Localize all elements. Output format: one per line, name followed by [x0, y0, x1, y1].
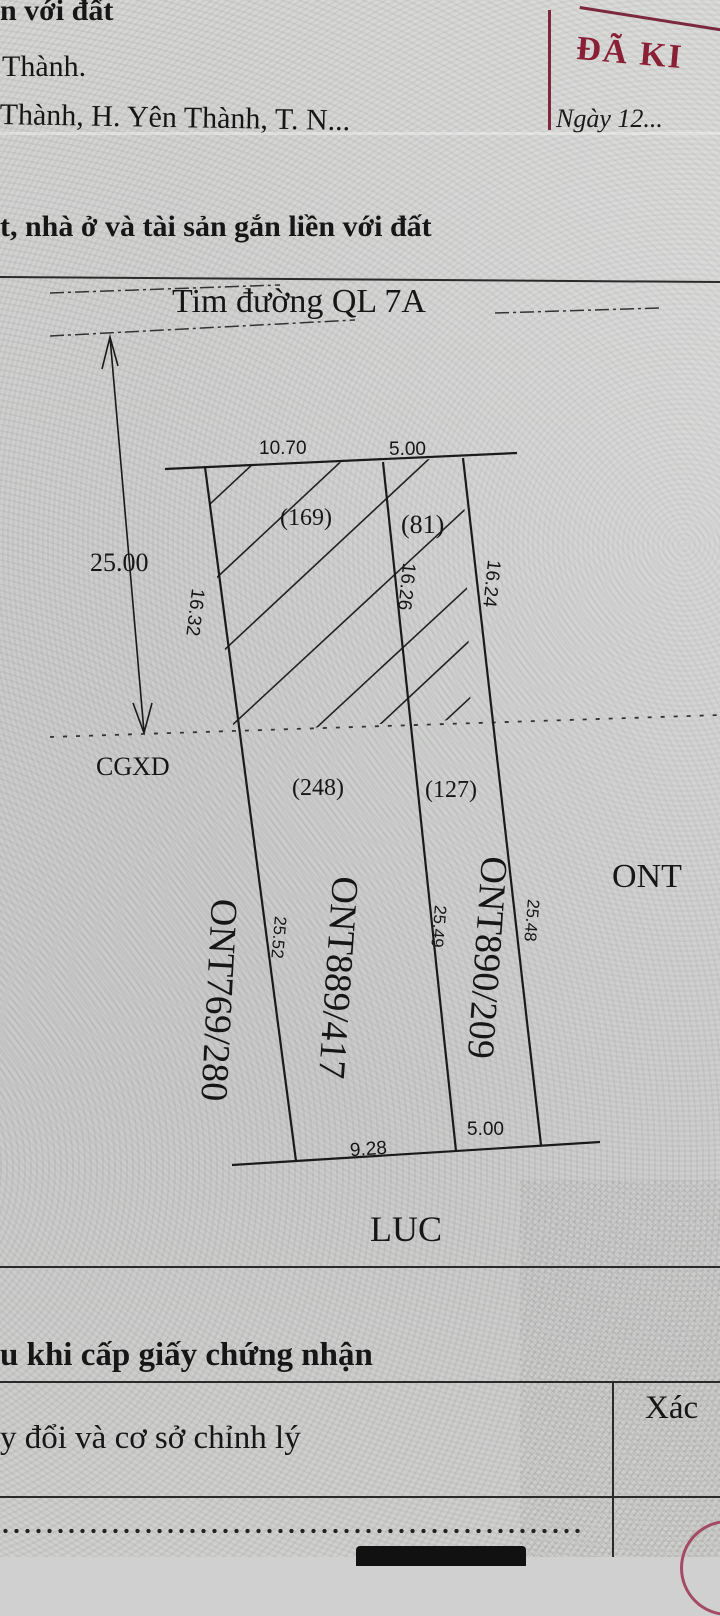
- road-label: Tim đường QL 7A: [172, 283, 426, 320]
- registration-stamp: [548, 10, 720, 130]
- dotted-entry-line: [0, 1528, 585, 1534]
- section-title-changes: u khi cấp giấy chứng nhận: [0, 1337, 373, 1373]
- lower-area-left: (248): [292, 775, 344, 801]
- side-lower-right-length: 25.48: [520, 898, 543, 943]
- section-divider-middle: [0, 1266, 720, 1268]
- table-header-divider: [0, 1381, 720, 1383]
- hatched-area-right: (81): [401, 510, 445, 539]
- parcel-left-boundary: [203, 466, 298, 1162]
- paper-fold: [0, 132, 720, 135]
- stamp-date: Ngày 12...: [556, 104, 663, 133]
- setback-distance-label: 25.00: [90, 548, 149, 577]
- neighbor-south-label: LUC: [370, 1209, 442, 1249]
- construction-setback-line: [49, 714, 720, 738]
- road-centerline: [49, 284, 661, 337]
- side-lower-left-length: 25.52: [267, 915, 290, 960]
- top-edge-right-length: 5.00: [389, 439, 426, 460]
- header-line-1: n với đất: [0, 0, 114, 27]
- header-line-2: Thành.: [2, 50, 87, 83]
- section-title-drawing: t, nhà ở và tài sản gắn liền với đất: [0, 210, 432, 243]
- table-column-right-header: Xác: [645, 1390, 699, 1426]
- setback-zone-label: CGXD: [96, 752, 170, 781]
- bottom-edge-left-length: 9.28: [349, 1137, 388, 1162]
- bottom-edge-right-length: 5.00: [467, 1119, 504, 1140]
- parcel-top-boundary: [164, 451, 518, 471]
- lower-area-right: (127): [425, 777, 477, 803]
- top-edge-left-length: 10.70: [259, 438, 307, 459]
- redacted-block: [356, 1546, 526, 1566]
- neighbor-east-label: ONT: [612, 858, 682, 895]
- table-column-divider: [612, 1381, 614, 1557]
- table-row-divider: [0, 1496, 720, 1498]
- parcel-right-boundary: [461, 457, 543, 1146]
- hatched-area-left: (169): [280, 505, 332, 531]
- parcel-bottom-boundary: [231, 1140, 601, 1167]
- cadastral-map: [49, 284, 720, 1167]
- setback-dimension-arrow: [101, 333, 153, 736]
- security-mesh-pattern: [520, 1180, 720, 1557]
- document-background: [0, 0, 720, 1557]
- parcel-middle-boundary: [381, 461, 458, 1152]
- table-column-left-header: y đổi và cơ sở chỉnh lý: [0, 1420, 301, 1456]
- side-lower-middle-length: 25.49: [427, 904, 450, 949]
